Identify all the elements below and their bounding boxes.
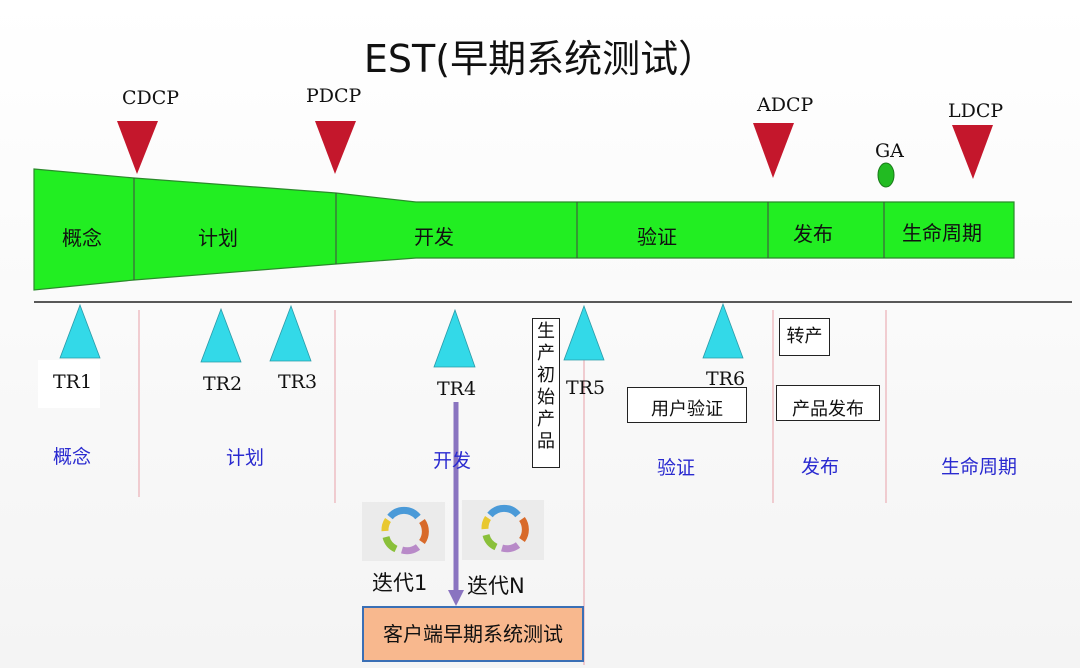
ldcp-label: LDCP [948,100,1004,122]
lower-phase-concept: 概念 [53,446,92,468]
tr5-triangle [563,304,605,361]
initial-product-char: 产 [537,409,555,430]
tr3-label: TR3 [278,371,318,393]
initial-product-box: 生 产 初 始 产 品 [532,318,560,468]
initial-product-char: 品 [537,431,555,452]
cdcp-triangle [117,121,158,174]
initial-product-char: 始 [537,387,555,408]
lower-phase-release: 发布 [801,456,840,478]
tr6-label: TR6 [706,368,746,390]
lower-phase-plan: 计划 [226,447,265,469]
ga-label: GA [875,140,904,162]
tr2-triangle [200,307,242,363]
phase-lifecycle: 生命周期 [902,221,982,245]
tr4-triangle [433,308,476,368]
tr1-triangle [59,303,101,359]
lower-phase-develop: 开发 [433,450,472,472]
pdcp-triangle [315,121,356,174]
tr3-triangle [269,304,312,362]
tr2-label: TR2 [203,373,243,395]
initial-product-char: 生 [537,321,555,342]
cdcp-label: CDCP [122,87,180,109]
initial-product-char: 产 [537,343,555,364]
phase-verify: 验证 [637,225,677,249]
tr4-arrow-head [448,590,464,606]
phase-concept: 概念 [62,226,102,250]
adcp-triangle [753,123,794,178]
ga-oval [877,162,895,188]
iteration-cycle-icon [362,502,445,561]
page-title: EST(早期系统测试） [363,37,717,81]
phase-plan: 计划 [198,226,238,250]
iteration-n-label: 迭代N [467,574,525,598]
lower-phase-lifecycle: 生命周期 [941,456,1018,478]
adcp-label: ADCP [757,94,814,116]
phase-develop: 开发 [414,225,454,249]
tr5-label: TR5 [566,377,606,399]
tr1-label-bg [38,360,100,408]
lower-phase-verify: 验证 [657,457,696,479]
tr1-label: TR1 [53,371,93,393]
phase-release: 发布 [793,222,833,246]
pdcp-label: PDCP [306,85,362,107]
user-verification-box: 用户验证 [627,387,747,423]
tr4-label: TR4 [437,378,477,400]
iteration-1-label: 迭代1 [372,571,428,595]
initial-product-char: 初 [537,365,555,386]
product-release-box: 产品发布 [776,385,880,421]
transfer-production-box: 转产 [779,318,830,356]
phase-funnel [33,168,1015,291]
iteration-cycle-icon [462,500,544,560]
ldcp-triangle [952,125,993,179]
tr6-triangle [702,302,744,359]
client-early-system-test-box: 客户端早期系统测试 [362,606,584,662]
